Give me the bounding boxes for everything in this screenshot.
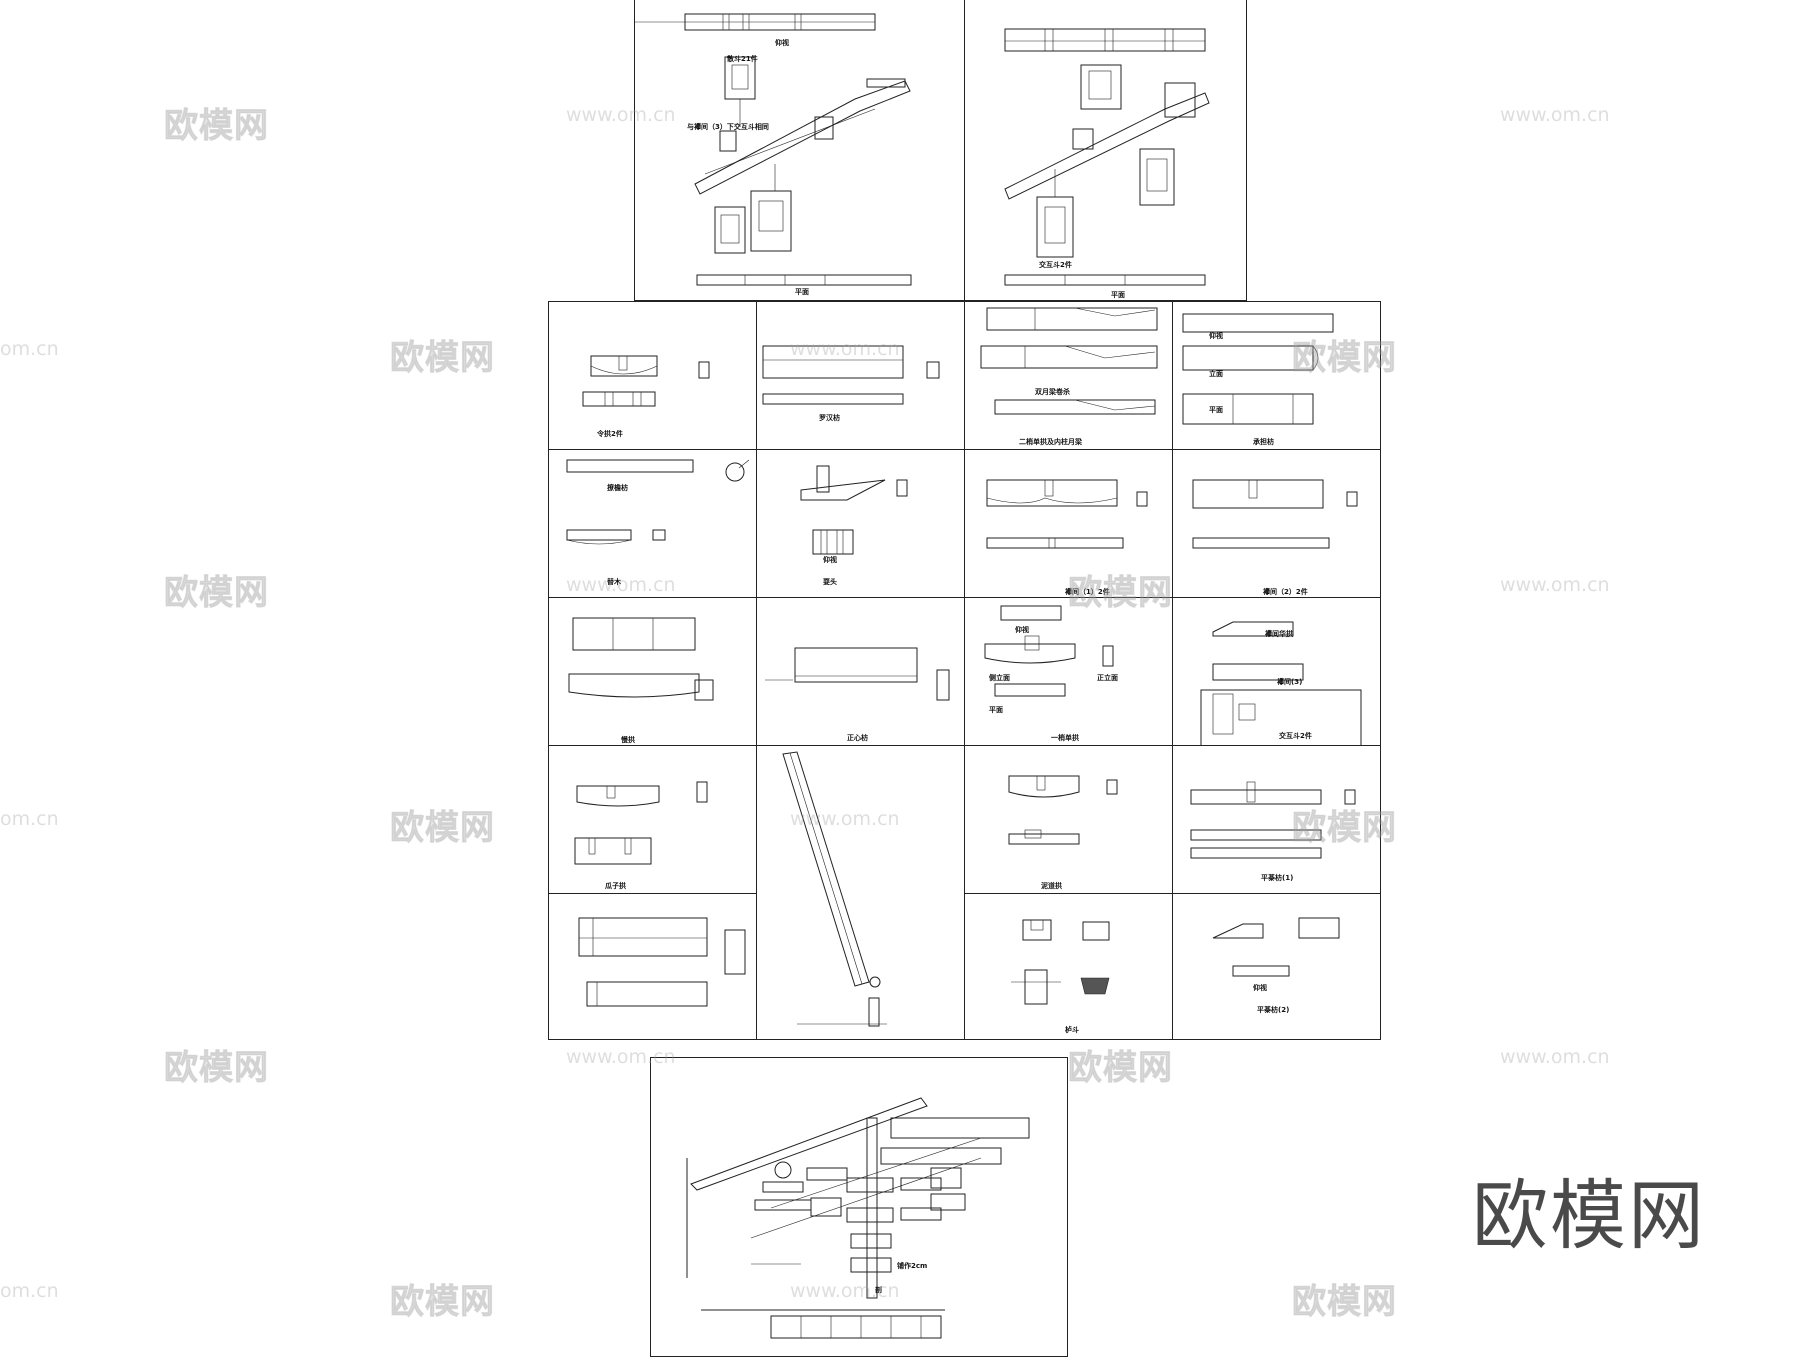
watermark-brand: 欧模网	[1068, 1048, 1173, 1089]
cell-title: 平棊枋(2)	[1257, 1006, 1290, 1014]
watermark-brand: 欧模网	[1292, 338, 1397, 379]
cell-r4c4: 平棊枋(1)	[1172, 745, 1381, 894]
cell-label-c: 正立面	[1097, 674, 1118, 682]
cell-sub: 双月梁卷杀	[1035, 388, 1070, 396]
label-bottom: 平面	[1111, 291, 1125, 299]
watermark-brand: 欧模网	[1292, 1282, 1397, 1323]
watermark-url-fragment: om.cn	[0, 1280, 59, 1302]
watermark-brand: 欧模网	[1292, 808, 1397, 849]
cell-label-c: 平面	[1209, 406, 1223, 414]
cell-title: 襻间（1）2件	[1065, 588, 1110, 596]
brand-logo: 欧模网	[1472, 1171, 1706, 1260]
cell-r3c3: 仰视 侧立面 正立面 平面 一梢单拱	[964, 597, 1173, 746]
cell-r1c4: 仰视 立面 平面 承担枋	[1172, 301, 1381, 450]
cell-r5c4: 仰视 平棊枋(2)	[1172, 893, 1381, 1040]
watermark-brand: 欧模网	[164, 106, 269, 147]
cell-r2c1: 撩檐枋 替木	[548, 449, 757, 598]
cell-title: 承担枋	[1253, 438, 1274, 446]
cell-title: 二梢单拱及内柱月梁	[1019, 438, 1082, 446]
top-right-drawing	[1004, 28, 1210, 286]
cell-r3c1: 慢拱	[548, 597, 757, 746]
watermark-brand: 欧模网	[1068, 573, 1173, 614]
watermark-url: www.om.cn	[790, 808, 900, 830]
watermark-url: www.om.cn	[790, 1280, 900, 1302]
cell-title: 交互斗2件	[1279, 732, 1312, 740]
top-left-drawing	[635, 13, 912, 286]
cell-label-b: 立面	[1209, 370, 1223, 378]
watermark-url: www.om.cn	[790, 338, 900, 360]
watermark-brand: 欧模网	[164, 573, 269, 614]
label-bottom: 平面	[795, 288, 809, 296]
bottom-sheet: 铺作2cm 剖	[650, 1057, 1068, 1357]
cell-title-b: 替木	[607, 578, 621, 586]
watermark-url: www.om.cn	[566, 574, 676, 596]
cell-title: 撩檐枋	[607, 484, 628, 492]
watermark-url: www.om.cn	[566, 104, 676, 126]
cell-title: 耍头	[823, 578, 837, 586]
cell-title: 慢拱	[621, 736, 635, 744]
cell-label-b: 侧立面	[989, 674, 1010, 682]
label-note2: 与襻间（3）下交互斗相同	[687, 123, 769, 131]
cell-r3c2: 正心枋	[756, 597, 965, 746]
cell-sub: 仰视	[1253, 984, 1267, 992]
label-note1: 交互斗2件	[1039, 261, 1072, 269]
watermark-brand: 欧模网	[390, 808, 495, 849]
cell-r2c4: 襻间（2）2件	[1172, 449, 1381, 598]
cell-label-a: 襻间华拱	[1265, 630, 1293, 638]
cell-label-a: 仰视	[1015, 626, 1029, 634]
cell-r1c2: 罗汉枋	[756, 301, 965, 450]
watermark-brand: 欧模网	[164, 1048, 269, 1089]
cell-r2c2: 仰视 耍头	[756, 449, 965, 598]
top-right-sheet: 交互斗2件 平面	[964, 0, 1247, 301]
cell-title: 泥道拱	[1041, 882, 1062, 890]
bottom-drawing	[686, 1097, 1030, 1339]
watermark-url-fragment: om.cn	[0, 338, 59, 360]
label-note1: 散斗21件	[727, 55, 758, 63]
watermark-brand: 欧模网	[390, 338, 495, 379]
cell-r4c2	[756, 745, 965, 1040]
cell-title: 平棊枋(1)	[1261, 874, 1294, 882]
cell-title: 栌斗	[1065, 1026, 1079, 1034]
cell-title: 一梢单拱	[1051, 734, 1079, 742]
cell-label-a: 仰视	[1209, 332, 1223, 340]
cell-r4c3: 泥道拱	[964, 745, 1173, 894]
watermark-url: www.om.cn	[1500, 1046, 1610, 1068]
watermark-brand: 欧模网	[390, 1282, 495, 1323]
cell-r1c3: 双月梁卷杀 二梢单拱及内柱月梁	[964, 301, 1173, 450]
cell-title: 正心枋	[847, 734, 868, 742]
cell-r4c1: 瓜子拱	[548, 745, 757, 894]
watermark-url: www.om.cn	[1500, 104, 1610, 126]
cell-sub: 仰视	[823, 556, 837, 564]
cell-r5c1	[548, 893, 757, 1040]
cell-r2c3: 襻间（1）2件	[964, 449, 1173, 598]
label-top: 仰视	[775, 39, 789, 47]
cell-label-d: 平面	[989, 706, 1003, 714]
watermark-url: www.om.cn	[566, 1046, 676, 1068]
cell-label-b: 襻间(3)	[1277, 678, 1303, 686]
cell-title: 罗汉枋	[819, 414, 840, 422]
cell-r3c4: 襻间华拱 襻间(3) 交互斗2件	[1172, 597, 1381, 746]
label-b: 剖	[875, 1286, 882, 1294]
top-left-sheet: 仰视 散斗21件 与襻间（3）下交互斗相同 平面	[634, 0, 966, 301]
watermark-url: www.om.cn	[1500, 574, 1610, 596]
cell-r1c1: 令拱2件	[548, 301, 757, 450]
cell-title: 襻间（2）2件	[1263, 588, 1308, 596]
cell-title: 瓜子拱	[605, 882, 626, 890]
watermark-url-fragment: om.cn	[0, 808, 59, 830]
cell-r5c3: 栌斗	[964, 893, 1173, 1040]
cell-title: 令拱2件	[597, 430, 623, 438]
label-a: 铺作2cm	[897, 1262, 928, 1270]
